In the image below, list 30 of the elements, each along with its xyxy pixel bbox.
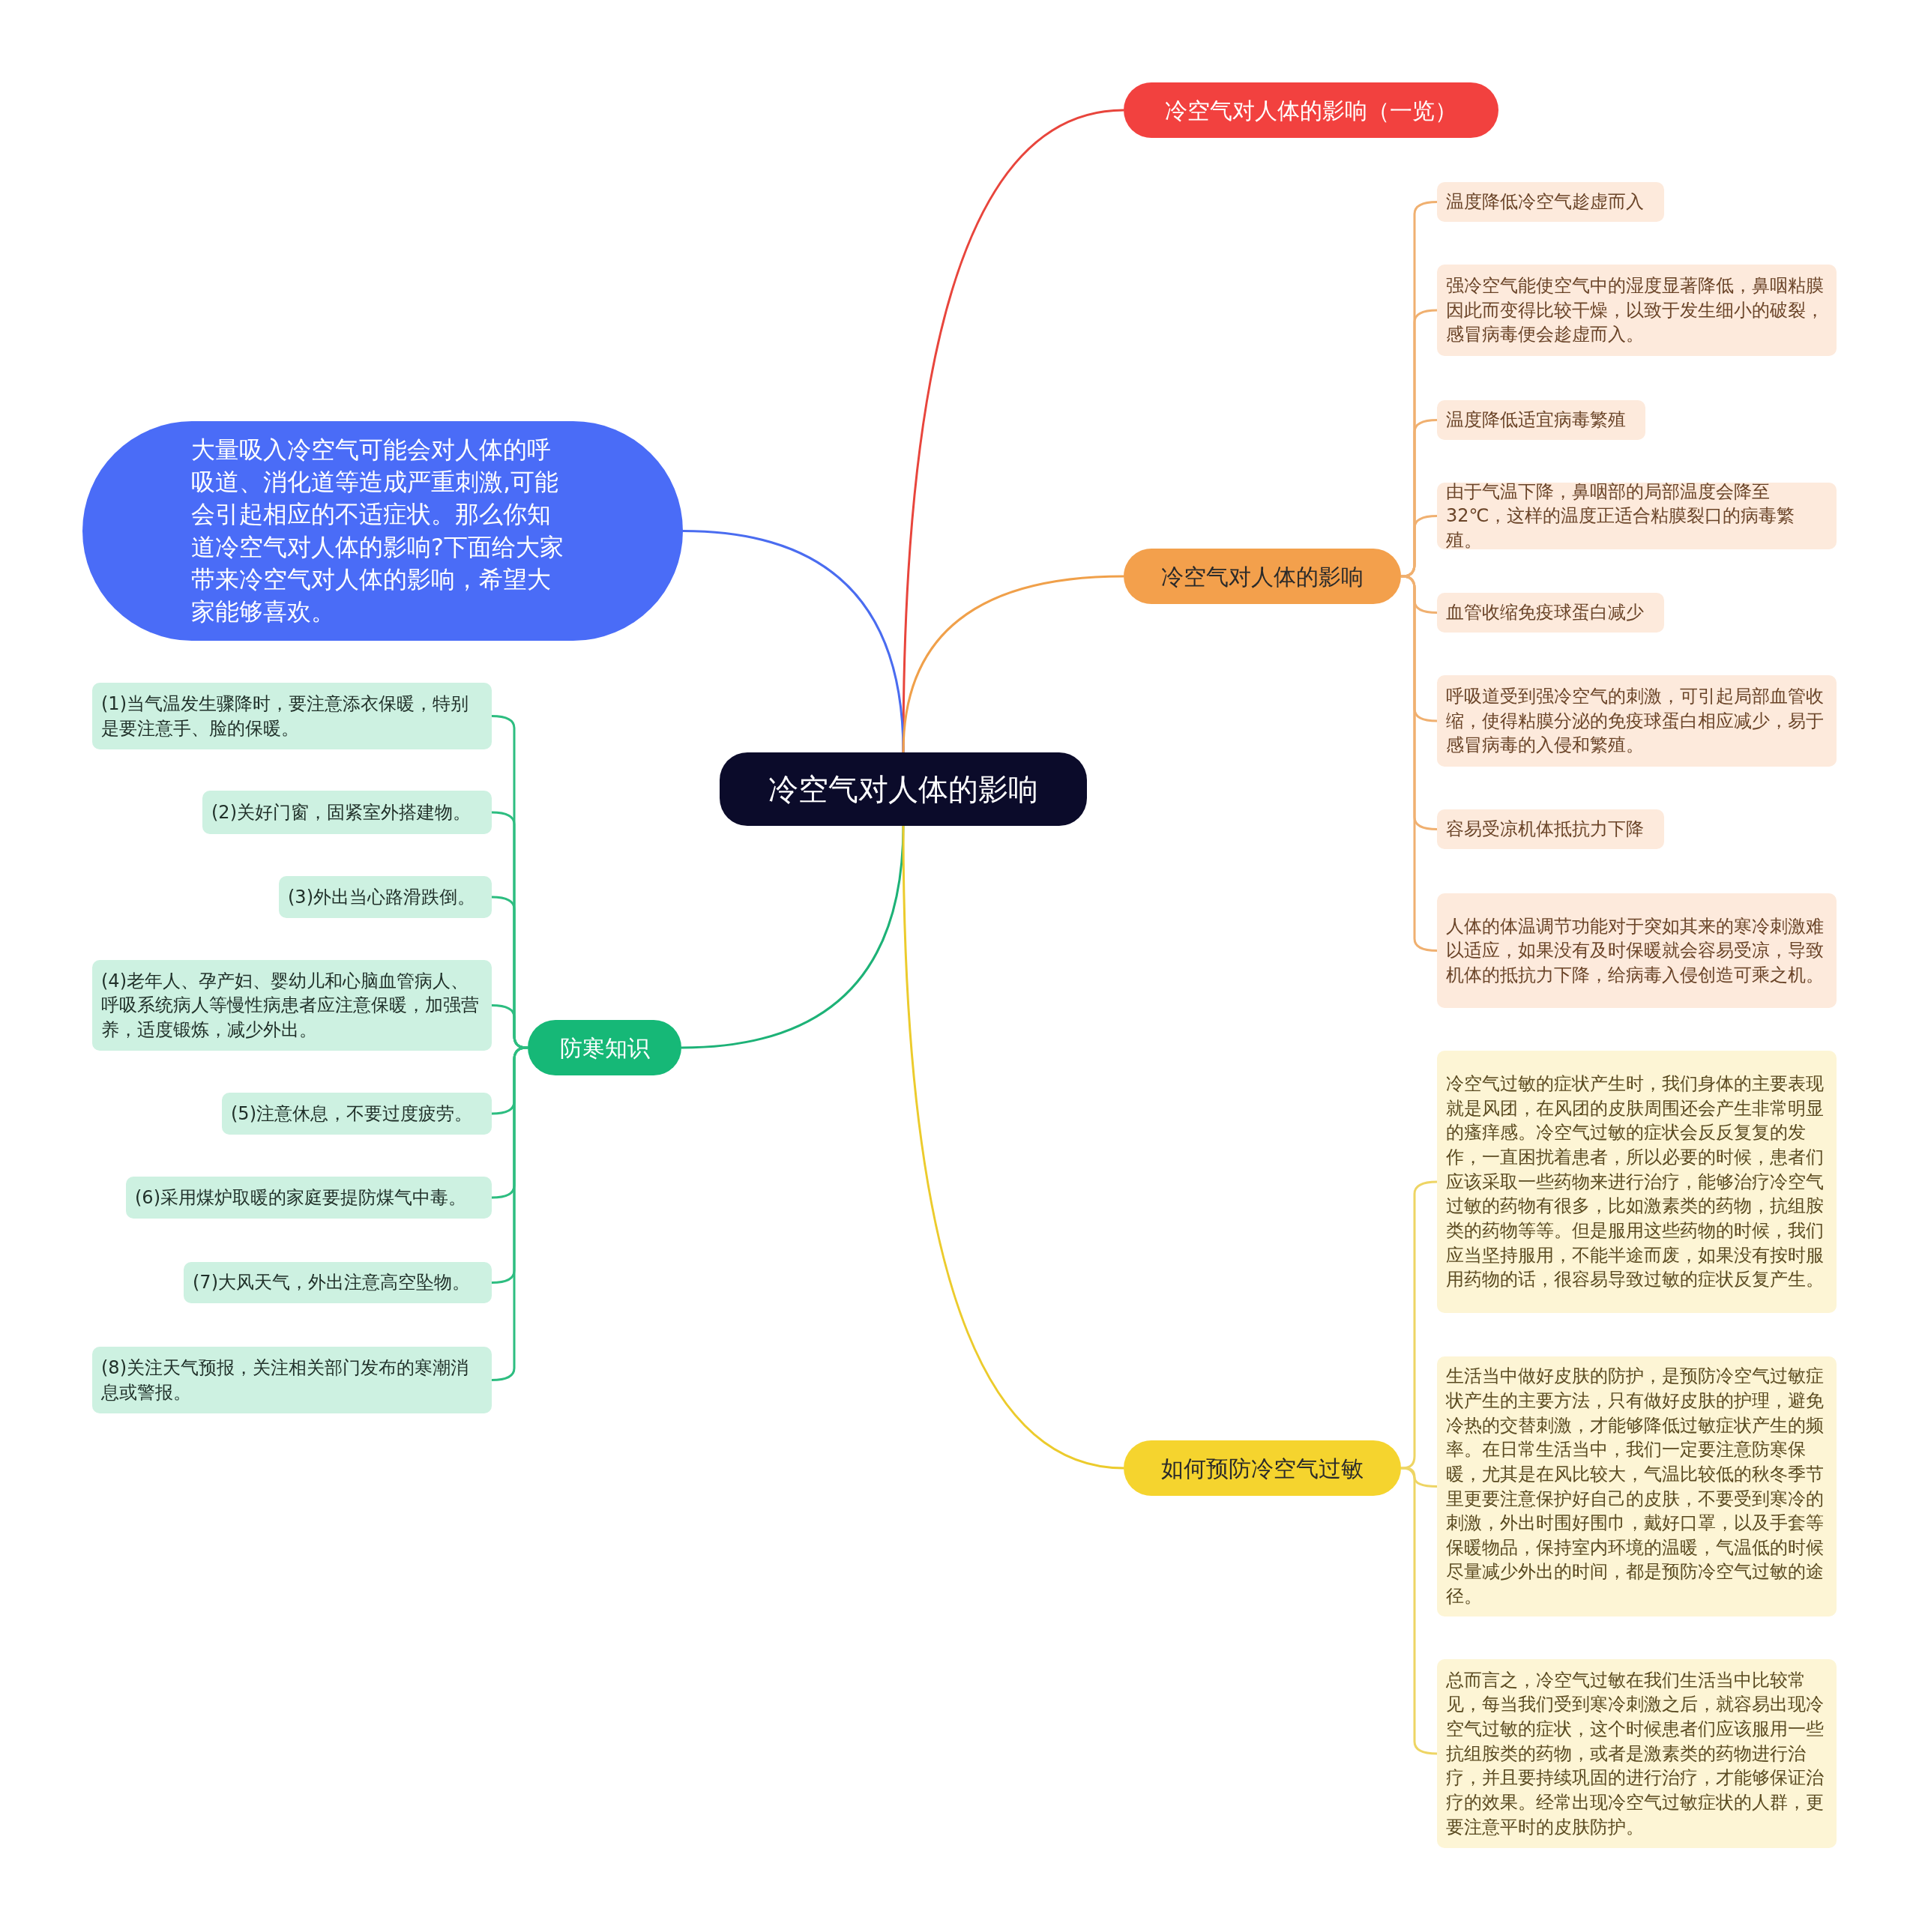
subtopic-box: (5)注意休息，不要过度疲劳。	[222, 1093, 492, 1135]
subtopic-box: 温度降低冷空气趁虚而入	[1437, 182, 1664, 222]
branch-topic: 防寒知识	[528, 1020, 681, 1075]
subtopic-box: 由于气温下降，鼻咽部的局部温度会降至32℃，这样的温度正适合粘膜裂口的病毒繁殖。	[1437, 483, 1837, 549]
connector-line	[681, 825, 905, 1049]
connector-line	[1400, 515, 1438, 578]
subtopic-box: 冷空气过敏的症状产生时，我们身体的主要表现就是风团，在风团的皮肤周围还会产生非常明显的瘙痒感。冷空气过敏的症状会反反复复的发作，一直困扰着患者，所以必要的时候，患者们应该采取一些药物来进行治疗，能够治疗冷空气过敏的药物有很多，比如激素类的药物，抗组胺类的药物等等。但是服用这些药物的时候，我们应当坚持服用，不能半途而废，如果没有按时服用药物的话，很容易导致过敏的症状反复产生。	[1437, 1051, 1837, 1313]
subtopic-box: (1)当气温发生骤降时，要注意添衣保暖，特别是要注意手、脸的保暖。	[92, 683, 492, 749]
subtopic-box: (2)关好门窗，固紧室外搭建物。	[202, 791, 492, 834]
branch-topic: 冷空气对人体的影响（一览）	[1124, 82, 1498, 138]
subtopic-box: 人体的体温调节功能对于突如其来的寒冷刺激难以适应，如果没有及时保暖就会容易受凉，导致机体的抵抗力下降，给病毒入侵创造可乘之机。	[1437, 893, 1837, 1008]
connector-line	[902, 575, 1124, 753]
subtopic-box: 血管收缩免疫球蛋白减少	[1437, 593, 1664, 633]
branch-topic: 如何预防冷空气过敏	[1124, 1440, 1401, 1496]
subtopic-box: 总而言之，冷空气过敏在我们生活当中比较常见，每当我们受到寒冷刺激之后，就容易出现冷空气过敏的症状，这个时候患者们应该服用一些抗组胺类的药物，或者是激素类的药物进行治疗，并且要持续巩固的进行治疗，才能够保证治疗的效果。经常出现冷空气过敏症状的人群，更要注意平时的皮肤防护。	[1437, 1659, 1837, 1848]
branch-topic: 冷空气对人体的影响	[1124, 549, 1401, 604]
subtopic-box: (8)关注天气预报，关注相关部门发布的寒潮消息或警报。	[92, 1347, 492, 1413]
connector-line	[902, 825, 1124, 1470]
intro-bubble: 大量吸入冷空气可能会对人体的呼吸道、消化道等造成严重刺激,可能会引起相应的不适症状。那么你知道冷空气对人体的影响?下面给大家带来冷空气对人体的影响，希望大家能够喜欢。	[82, 421, 683, 641]
subtopic-box: 容易受凉机体抵抗力下降	[1437, 809, 1664, 849]
subtopic-box: 呼吸道受到强冷空气的刺激，可引起局部血管收缩，使得粘膜分泌的免疫球蛋白相应减少，易于感冒病毒的入侵和繁殖。	[1437, 675, 1837, 767]
subtopic-box: (6)采用煤炉取暖的家庭要提防煤气中毒。	[126, 1177, 492, 1219]
subtopic-box: 生活当中做好皮肤的防护，是预防冷空气过敏症状产生的主要方法，只有做好皮肤的护理，避免冷热的交替刺激，才能够降低过敏症状产生的频率。在日常生活当中，我们一定要注意防寒保暖，尤其是在风比较大，气温比较低的秋冬季节里更要注意保护好自己的皮肤，不要受到寒冷的刺激，外出时围好围巾，戴好口罩，以及手套等保暖物品，保持室内环境的温暖，气温低的时候尽量减少外出的时间，都是预防冷空气过敏的途径。	[1437, 1356, 1837, 1616]
subtopic-box: 温度降低适宜病毒繁殖	[1437, 400, 1645, 440]
subtopic-box: (3)外出当心路滑跌倒。	[279, 876, 492, 918]
central-topic: 冷空气对人体的影响	[720, 752, 1087, 826]
connector-line	[682, 530, 905, 753]
subtopic-box: (7)大风天气，外出注意高空坠物。	[184, 1262, 492, 1303]
subtopic-box: (4)老年人、孕产妇、婴幼儿和心脑血管病人、呼吸系统病人等慢性病患者应注意保暖，加强营养，适度锻炼，减少外出。	[92, 960, 492, 1051]
subtopic-box: 强冷空气能使空气中的湿度显著降低，鼻咽粘膜因此而变得比较干燥，以致于发生细小的破裂，感冒病毒便会趁虚而入。	[1437, 265, 1837, 356]
